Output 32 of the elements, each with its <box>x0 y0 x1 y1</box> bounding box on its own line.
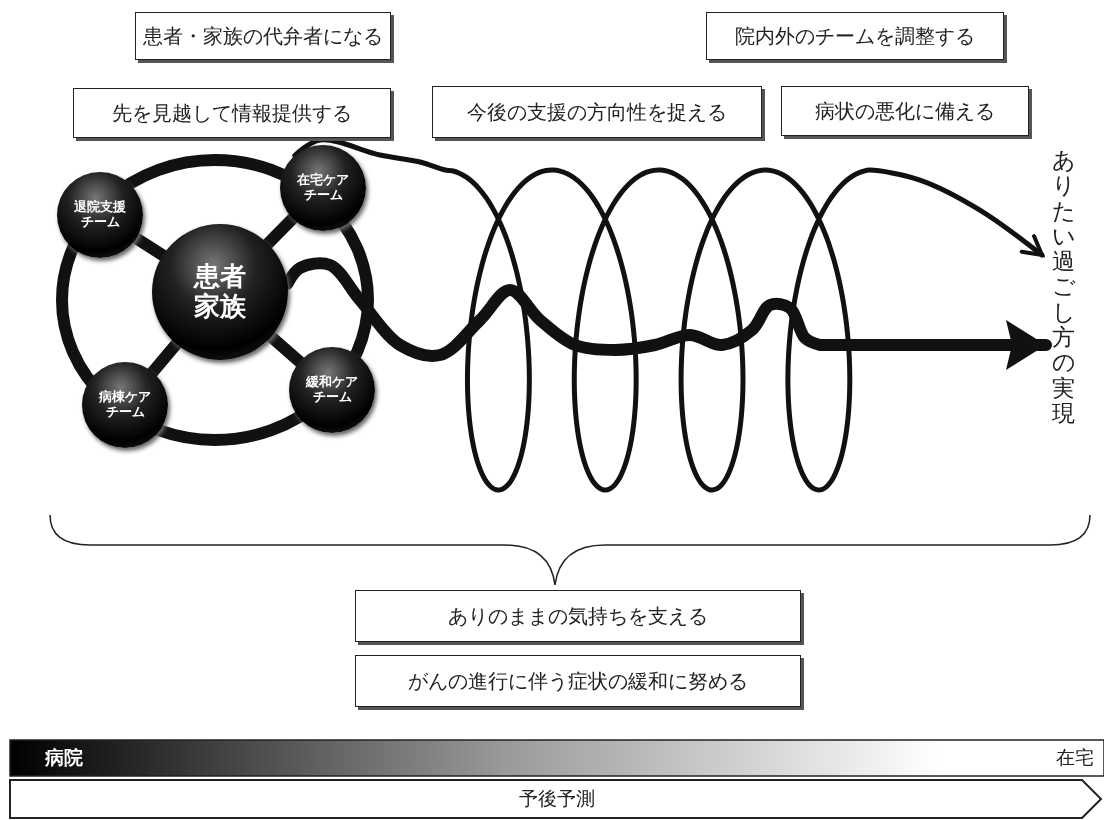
band-label: 予後予測 <box>519 786 595 811</box>
text-box <box>706 12 1004 60</box>
gradient-bar <box>9 739 1104 777</box>
team-circle <box>280 145 366 231</box>
text-box <box>432 86 762 138</box>
box-text: がんの進行に伴う症状の緩和に努める <box>408 667 748 695</box>
circle-label: 緩和ケアチーム <box>305 375 359 405</box>
team-circle <box>57 172 143 258</box>
bar-label: 病院 <box>45 745 83 770</box>
circle-label: 退院支援チーム <box>73 200 127 230</box>
goal-text: ありたい過ごし方の実現 <box>1051 148 1075 427</box>
center-circle <box>152 224 288 360</box>
box-text: 患者・家族の代弁者になる <box>143 22 383 50</box>
bar-label: 在宅 <box>1056 745 1094 770</box>
text-box <box>781 86 1029 136</box>
box-text: 院内外のチームを調整する <box>735 22 975 50</box>
circle-label: 病棟ケアチーム <box>98 390 152 420</box>
circle-label: 患者家族 <box>192 262 247 322</box>
connector-line <box>261 212 299 250</box>
arrow-band <box>9 779 1103 819</box>
text-box <box>355 655 801 707</box>
box-text: ありのままの気持ちを支える <box>448 602 708 630</box>
team-circle <box>289 347 375 433</box>
connector-line <box>265 330 306 368</box>
circle-label: 在宅ケアチーム <box>296 173 350 203</box>
team-circle <box>82 362 168 448</box>
box-text: 今後の支援の方向性を捉える <box>467 98 727 126</box>
text-box <box>73 88 391 138</box>
text-box <box>135 12 391 60</box>
box-text: 先を見越して情報提供する <box>112 99 352 127</box>
text-box <box>355 590 801 642</box>
box-text: 病状の悪化に備える <box>815 97 995 125</box>
